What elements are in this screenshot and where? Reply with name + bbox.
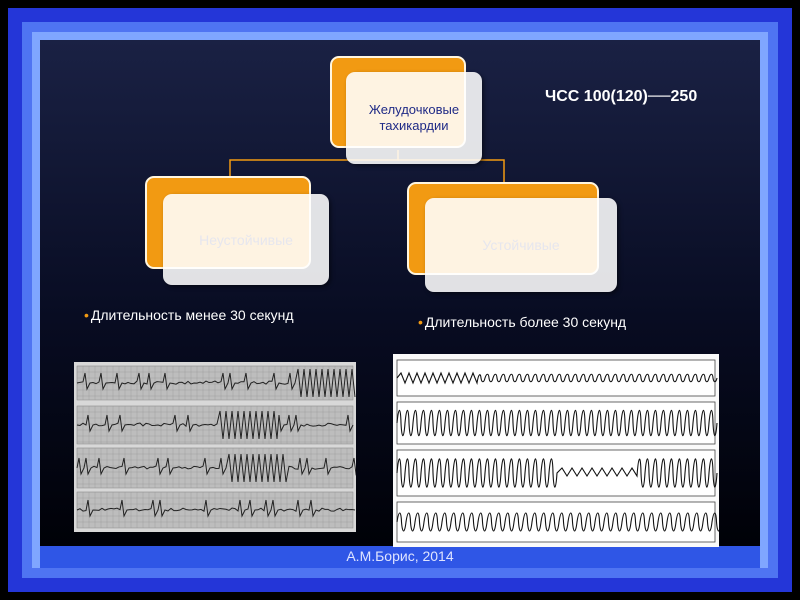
heart-rate-label: ЧСС 100(120)──250 — [545, 88, 698, 105]
bullet-dot: • — [418, 314, 423, 330]
bottom-strip — [40, 546, 760, 568]
ecg-image-sustained — [393, 354, 719, 547]
bullet-right-text: Длительность более 30 секунд — [424, 314, 627, 330]
bullet-right: •Длительность более 30 секунд — [418, 314, 626, 330]
node-right-label: Устойчивые — [425, 198, 617, 292]
node-root-label: Желудочковые тахикардии — [346, 72, 482, 164]
ecg-image-nonsustained — [74, 362, 356, 532]
node-left-label: Неустойчивые — [163, 194, 329, 285]
bullet-left-text: Длительность менее 30 секунд — [90, 307, 294, 323]
bullet-left: •Длительность менее 30 секунд — [84, 307, 294, 323]
footer-author: А.М.Борис, 2014 — [346, 548, 454, 564]
bullet-dot: • — [84, 307, 89, 323]
